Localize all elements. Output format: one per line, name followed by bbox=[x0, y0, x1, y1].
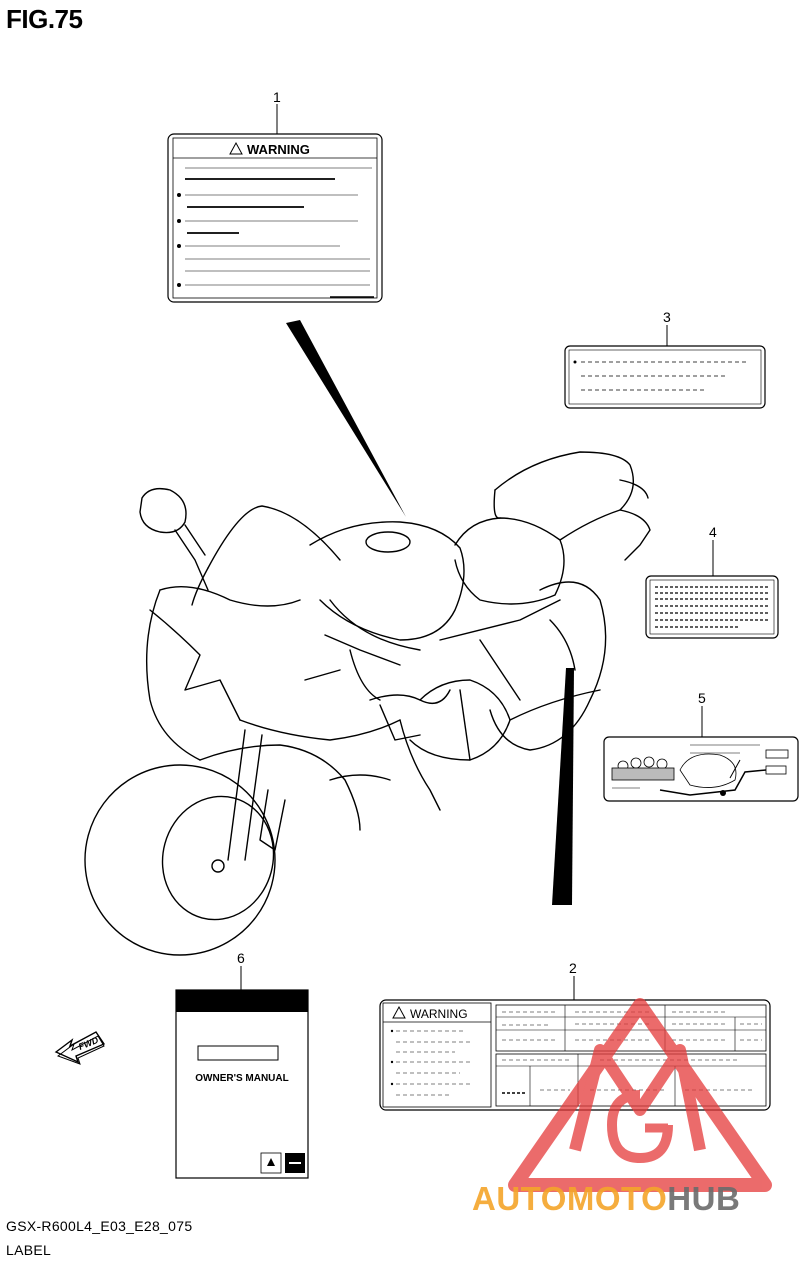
leader-wedge-1 bbox=[286, 320, 406, 517]
label-1-warning[interactable]: WARNING bbox=[167, 104, 383, 303]
label-5-hose-routing[interactable] bbox=[603, 706, 799, 802]
figure-title: FIG.75 bbox=[6, 4, 83, 34]
label-6-owners-manual[interactable]: OWNER'S MANUAL bbox=[175, 966, 309, 1179]
label-4[interactable] bbox=[645, 540, 779, 639]
figure-name: LABEL bbox=[6, 1242, 52, 1258]
warning-1-text: WARNING bbox=[247, 142, 310, 157]
watermark-logo bbox=[508, 998, 772, 1192]
label-3[interactable] bbox=[564, 325, 766, 409]
figure-code: GSX-R600L4_E03_E28_075 bbox=[6, 1218, 193, 1234]
callout-5: 5 bbox=[698, 690, 706, 706]
watermark-text: AUTOMOTOHUB bbox=[472, 1180, 740, 1218]
callout-4: 4 bbox=[709, 524, 717, 540]
owners-manual-text: OWNER'S MANUAL bbox=[195, 1073, 288, 1084]
label-2-warning-info[interactable]: WARNING bbox=[379, 976, 771, 1111]
callout-3: 3 bbox=[663, 309, 671, 325]
callout-1: 1 bbox=[273, 89, 281, 105]
callout-6: 6 bbox=[237, 950, 245, 966]
watermark-part-2: HUB bbox=[667, 1180, 741, 1217]
callout-2: 2 bbox=[569, 960, 577, 976]
leader-wedge-2 bbox=[552, 668, 574, 905]
motorcycle-outline bbox=[84, 451, 651, 956]
warning-2-text: WARNING bbox=[410, 1007, 468, 1021]
watermark-part-1: AUTOMOTO bbox=[472, 1180, 668, 1217]
fwd-arrow-icon: FWD bbox=[54, 1031, 106, 1065]
